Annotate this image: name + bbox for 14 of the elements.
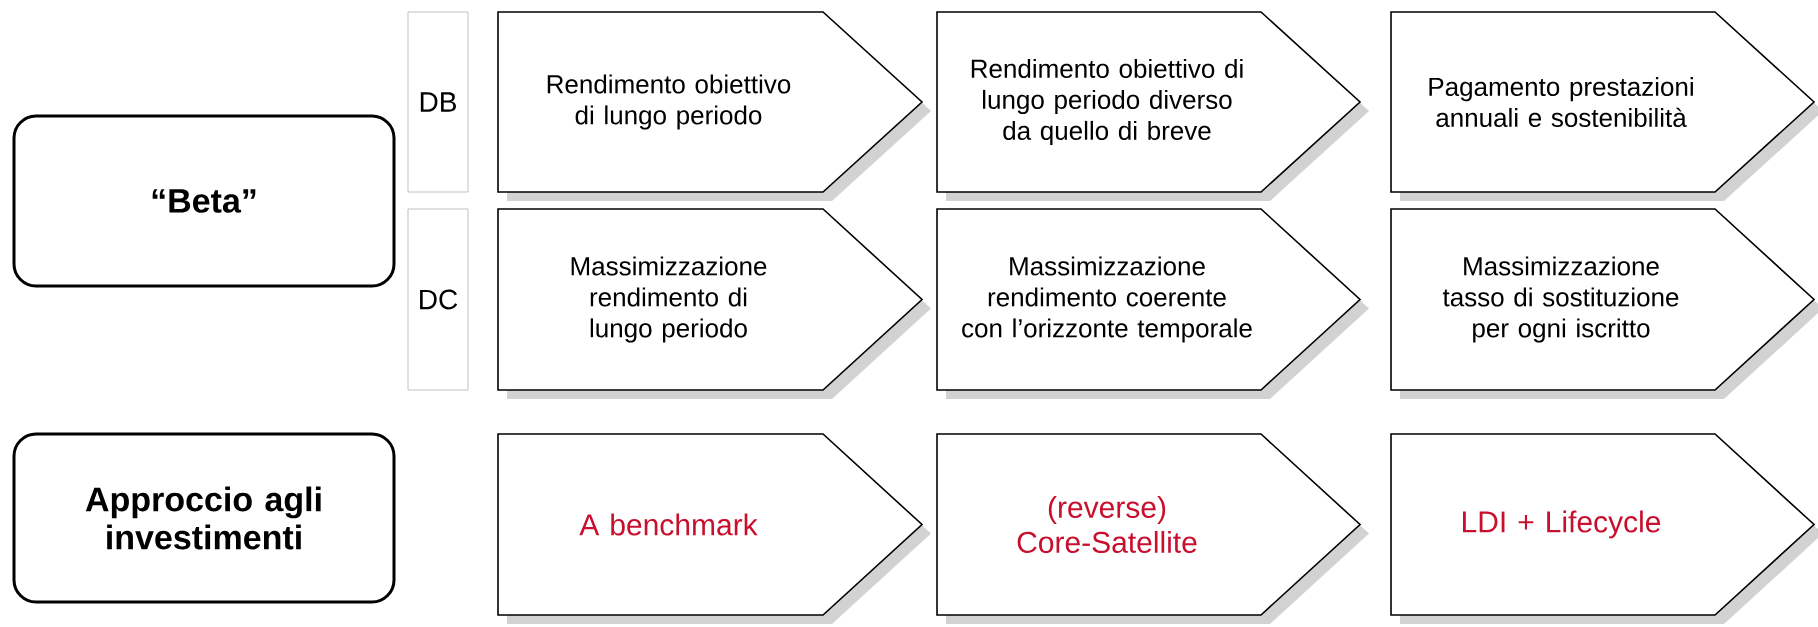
node-label: (reverse) Core-Satellite <box>1017 495 1197 554</box>
arrow-box: Rendimento obiettivo di lungo periodo <box>497 11 931 201</box>
rounded-box: Approccio agli investimenti <box>12 432 396 604</box>
arrow-box: A benchmark <box>497 433 931 624</box>
arrow-box: Pagamento prestazioni annuali e sostenibilità <box>1390 11 1818 201</box>
arrow-box: Rendimento obiettivo di lungo periodo diverso da quello di breve <box>936 11 1369 201</box>
row-label-box: DC <box>407 208 469 391</box>
arrow-box: Massimizzazione tasso di sostituzione per ogni iscritto <box>1390 208 1818 399</box>
arrow-box: Massimizzazione rendimento coerente con l’orizzonte temporale <box>936 208 1369 399</box>
arrow-box: LDI + Lifecycle <box>1390 433 1818 624</box>
rounded-box: “Beta” <box>12 114 396 288</box>
row-label-box: DB <box>407 11 469 193</box>
arrow-box: (reverse) Core-Satellite <box>936 433 1369 624</box>
arrow-box: Massimizzazione rendimento di lungo periodo <box>497 208 931 399</box>
